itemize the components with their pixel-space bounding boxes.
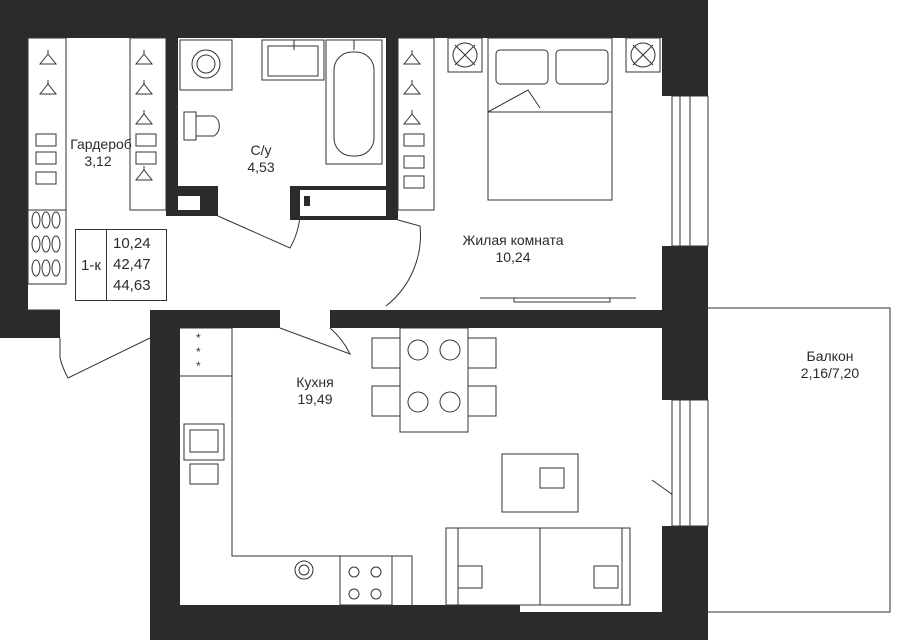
- room-label-living: Жилая комната 10,24: [448, 232, 578, 266]
- svg-text:*: *: [196, 359, 201, 373]
- room-name: Жилая комната: [462, 232, 564, 248]
- room-name: Кухня: [296, 374, 334, 390]
- double-bed-icon: [487, 37, 613, 201]
- room-name: Балкон: [806, 348, 854, 364]
- area-value: 44,63: [113, 277, 151, 294]
- apartment-summary: 1-к 10,24 42,47 44,63: [75, 229, 167, 301]
- sofa-icon: [445, 527, 631, 606]
- bedside-lamp-icon: [447, 37, 661, 73]
- washing-machine-icon: [179, 39, 233, 91]
- area-values: 10,24 42,47 44,63: [113, 233, 151, 296]
- chair-icon: [371, 337, 497, 417]
- folded-clothes-icon: [35, 133, 157, 185]
- kitchen-sink-icon: [183, 423, 225, 485]
- coffee-table-icon: [501, 453, 579, 513]
- room-name: С/у: [250, 142, 272, 158]
- toilet-icon: [183, 111, 220, 141]
- living-furniture: [397, 37, 661, 303]
- room-label-wardrobe: Гардероб 3,12: [66, 136, 136, 170]
- room-area: 19,49: [297, 391, 333, 407]
- dining-table-icon: [399, 327, 469, 433]
- room-name: Гардероб: [70, 136, 132, 152]
- wardrobe-furniture: [27, 37, 167, 285]
- svg-text:*: *: [196, 345, 201, 359]
- bathtub-icon: [325, 39, 383, 165]
- room-area: 2,16/7,20: [800, 365, 860, 381]
- area-value: 42,47: [113, 256, 151, 273]
- room-area: 3,12: [84, 153, 112, 169]
- room-area: 10,24: [495, 249, 531, 265]
- tv-icon: [480, 297, 636, 303]
- room-area: 4,53: [247, 159, 275, 175]
- windows: [671, 95, 709, 527]
- dishwasher-icon: [294, 560, 314, 580]
- balcony: [708, 307, 891, 613]
- book-icon: [539, 467, 565, 489]
- hanger-icon: [38, 50, 154, 181]
- apartment-type: 1-к: [76, 230, 107, 300]
- walls: [0, 0, 708, 640]
- area-value: 10,24: [113, 235, 151, 252]
- shoes-icon: [31, 211, 61, 277]
- bathroom-furniture: [179, 39, 383, 165]
- kitchen-furniture: * * *: [180, 327, 631, 606]
- folded-clothes-icon: [403, 133, 425, 189]
- stove-icon: * * *: [196, 331, 393, 606]
- sink-icon: [261, 39, 325, 81]
- svg-text:*: *: [196, 331, 201, 345]
- room-label-balcony: Балкон 2,16/7,20: [790, 348, 870, 382]
- hanger-icon: [402, 50, 422, 125]
- room-label-bathroom: С/у 4,53: [236, 142, 286, 176]
- room-label-kitchen: Кухня 19,49: [284, 374, 346, 408]
